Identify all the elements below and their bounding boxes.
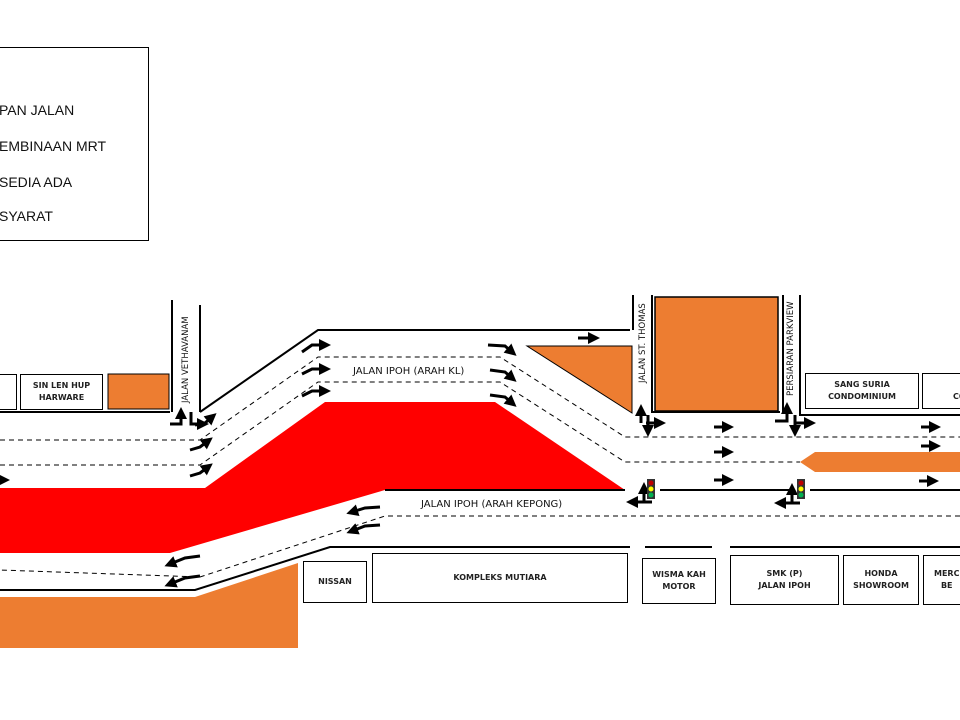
building-partial: [0, 374, 17, 410]
legend-item: SYARAT: [0, 208, 53, 224]
building-honda-showroom: HONDA SHOWROOM: [843, 555, 919, 605]
legend-item: EMBINAAN MRT: [0, 138, 107, 154]
road-label-arah-kepong: JALAN IPOH (ARAH KEPONG): [421, 499, 563, 510]
arrow-icon: [301, 339, 331, 354]
road-label-vethavanam: JALAN VETHAVANAM: [181, 316, 191, 403]
arrow-icon: [301, 363, 331, 376]
orange-zone-triangle: [525, 345, 633, 414]
building-smk-jalan-ipoh: SMK (P) JALAN IPOH: [730, 555, 839, 605]
arrow-icon: [487, 343, 517, 356]
arrow-icon: [164, 574, 201, 588]
orange-zone-square: [654, 296, 779, 412]
arrow-icon: [346, 504, 381, 516]
building-nissan: NISSAN: [303, 561, 367, 603]
road-label-arah-kl: JALAN IPOH (ARAH KL): [353, 366, 465, 377]
traffic-light-icon: [647, 479, 655, 499]
road-label-st-thomas: JALAN ST. THOMAS: [638, 303, 648, 383]
legend-item: PAN JALAN: [0, 102, 75, 118]
traffic-flow-arrows: [0, 332, 941, 588]
building-kompleks-mutiara: KOMPLEKS MUTIARA: [372, 553, 628, 603]
mrt-construction-zone-red: [0, 402, 625, 553]
arrow-icon: [489, 368, 517, 382]
orange-zone-southwest: [0, 563, 298, 648]
lane-markings: [0, 356, 960, 578]
building-sin-len-hup: SIN LEN HUP HARWARE: [20, 374, 103, 410]
legend-box: PAN JALAN EMBINAAN MRT SEDIA ADA SYARAT: [0, 47, 149, 241]
orange-zone-strip: [800, 452, 960, 472]
legend-item: SEDIA ADA: [0, 174, 73, 190]
building-partial-right: T CON: [922, 373, 960, 409]
arrow-icon: [189, 437, 213, 452]
road-label-parkview: PERSIARAN PARKVIEW: [786, 301, 796, 396]
arrow-icon: [189, 463, 213, 478]
building-partial-merc: MERC BE: [923, 555, 960, 605]
arrow-icon: [301, 385, 331, 398]
arrow-icon: [346, 523, 381, 535]
road-edges: [0, 295, 960, 591]
arrow-icon: [489, 393, 517, 407]
building-sang-suria: SANG SURIA CONDOMINIUM: [805, 373, 919, 409]
traffic-light-icon: [797, 479, 805, 499]
arrow-icon: [164, 554, 201, 568]
arrow-icon: [775, 402, 793, 423]
orange-zone-small: [107, 373, 170, 410]
building-wisma-kah-motor: WISMA KAH MOTOR: [642, 558, 716, 604]
arrow-icon: [189, 412, 209, 430]
arrow-icon: [170, 407, 187, 426]
